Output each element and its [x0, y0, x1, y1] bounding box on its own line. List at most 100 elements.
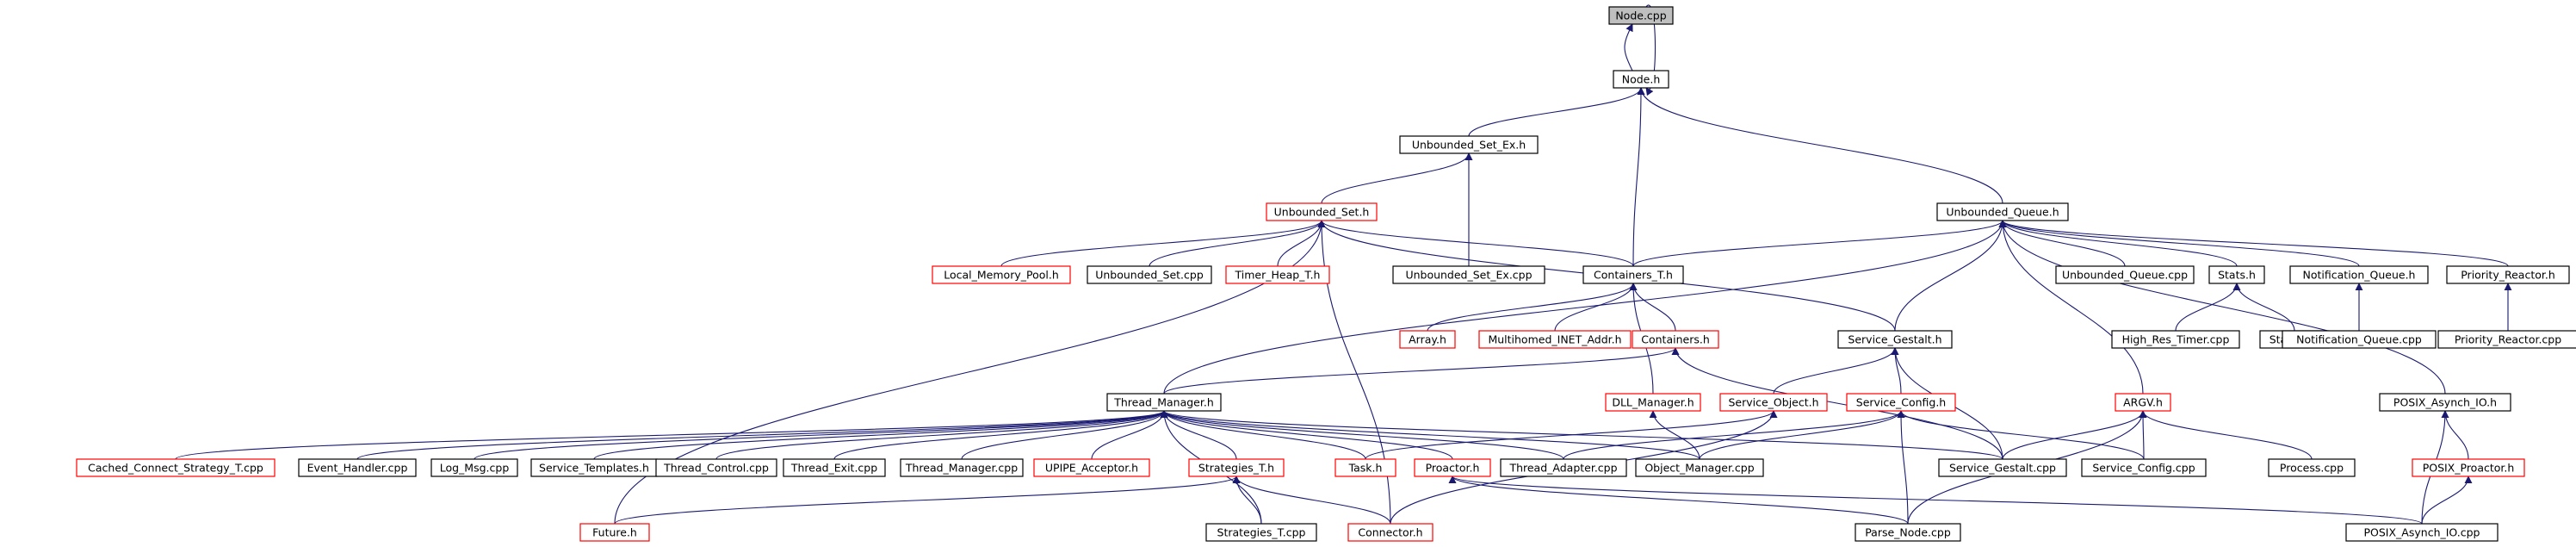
graph-node-containers-h[interactable]: Containers.h: [1632, 330, 1719, 349]
graph-node-priority-reactor-cpp[interactable]: Priority_Reactor.cpp: [2437, 330, 2576, 349]
graph-node-service-object-h[interactable]: Service_Object.h: [1719, 393, 1828, 412]
graph-node-unbounded-queue-cpp[interactable]: Unbounded_Queue.cpp: [2055, 265, 2195, 284]
graph-node-process-cpp[interactable]: Process.cpp: [2268, 458, 2356, 477]
node-box[interactable]: [1106, 393, 1222, 412]
graph-node-unbounded-set-ex-cpp[interactable]: Unbounded_Set_Ex.cpp: [1392, 265, 1545, 284]
graph-node-multihomed-inet-addr-h[interactable]: Multihomed_INET_Addr.h: [1478, 330, 1632, 349]
node-box[interactable]: [900, 458, 1024, 477]
graph-node-array-h[interactable]: Array.h: [1399, 330, 1456, 349]
node-box[interactable]: [2208, 265, 2265, 284]
graph-node-high-res-timer-cpp[interactable]: High_Res_Timer.cpp: [2111, 330, 2240, 349]
graph-node-argv-h[interactable]: ARGV.h: [2115, 393, 2171, 412]
graph-node-containers-t-h[interactable]: Containers_T.h: [1582, 265, 1684, 284]
node-box[interactable]: [1635, 458, 1764, 477]
node-box[interactable]: [1087, 265, 1212, 284]
node-box[interactable]: [2081, 458, 2207, 477]
graph-node-unbounded-queue-h[interactable]: Unbounded_Queue.h: [1936, 202, 2069, 221]
graph-node-service-config-cpp[interactable]: Service_Config.cpp: [2081, 458, 2207, 477]
graph-node-strategies-t-cpp[interactable]: Strategies_T.cpp: [1205, 523, 1317, 542]
graph-node-node-cpp[interactable]: Node.cpp: [1608, 6, 1674, 25]
graph-node-parse-node-cpp[interactable]: Parse_Node.cpp: [1855, 523, 1961, 542]
node-box[interactable]: [298, 458, 417, 477]
graph-node-posix-asynch-io-h[interactable]: POSIX_Asynch_IO.h: [2379, 393, 2511, 412]
node-box[interactable]: [1399, 330, 1456, 349]
node-box[interactable]: [76, 458, 276, 477]
dependency-edge: [1468, 87, 1645, 137]
node-box[interactable]: [1632, 330, 1719, 349]
node-box[interactable]: [1399, 135, 1539, 154]
graph-node-unbounded-set-h[interactable]: Unbounded_Set.h: [1266, 202, 1378, 221]
node-box[interactable]: [1478, 330, 1632, 349]
node-box[interactable]: [1205, 523, 1317, 542]
node-box[interactable]: [2282, 330, 2437, 349]
graph-node-thread-manager-h[interactable]: Thread_Manager.h: [1106, 393, 1222, 412]
graph-node-local-memory-pool-h[interactable]: Local_Memory_Pool.h: [932, 265, 1071, 284]
node-box[interactable]: [1188, 458, 1285, 477]
graph-node-cached-connect-strategy-t-cpp[interactable]: Cached_Connect_Strategy_T.cpp: [76, 458, 276, 477]
node-box[interactable]: [2268, 458, 2356, 477]
node-box[interactable]: [1613, 70, 1669, 89]
node-box[interactable]: [783, 458, 886, 477]
graph-node-future-h[interactable]: Future.h: [579, 523, 650, 542]
node-box[interactable]: [1846, 393, 1956, 412]
graph-node-event-handler-cpp[interactable]: Event_Handler.cpp: [298, 458, 417, 477]
node-box[interactable]: [2055, 265, 2195, 284]
node-box[interactable]: [2345, 523, 2499, 542]
node-box[interactable]: [1938, 458, 2067, 477]
graph-node-service-config-h[interactable]: Service_Config.h: [1846, 393, 1956, 412]
graph-node-strategies-t-h[interactable]: Strategies_T.h: [1188, 458, 1285, 477]
graph-node-priority-reactor-h[interactable]: Priority_Reactor.h: [2446, 265, 2570, 284]
node-box[interactable]: [2115, 393, 2171, 412]
node-box[interactable]: [1855, 523, 1961, 542]
graph-node-proactor-h[interactable]: Proactor.h: [1414, 458, 1491, 477]
node-box[interactable]: [1608, 6, 1674, 25]
graph-node-service-gestalt-cpp[interactable]: Service_Gestalt.cpp: [1938, 458, 2067, 477]
graph-node-thread-control-cpp[interactable]: Thread_Control.cpp: [655, 458, 777, 477]
graph-node-node-h[interactable]: Node.h: [1613, 70, 1669, 89]
node-box[interactable]: [1719, 393, 1828, 412]
graph-node-posix-asynch-io-cpp[interactable]: POSIX_Asynch_IO.cpp: [2345, 523, 2499, 542]
graph-node-log-msg-cpp[interactable]: Log_Msg.cpp: [430, 458, 518, 477]
node-label: Service_Config.h: [1856, 396, 1946, 409]
node-box[interactable]: [1392, 265, 1545, 284]
node-box[interactable]: [2111, 330, 2240, 349]
node-box[interactable]: [2437, 330, 2576, 349]
graph-node-thread-manager-cpp[interactable]: Thread_Manager.cpp: [900, 458, 1024, 477]
node-box[interactable]: [1936, 202, 2069, 221]
node-box[interactable]: [2379, 393, 2511, 412]
dependency-edge: [1998, 220, 2360, 267]
graph-node-unbounded-set-cpp[interactable]: Unbounded_Set.cpp: [1087, 265, 1212, 284]
graph-node-thread-exit-cpp[interactable]: Thread_Exit.cpp: [783, 458, 886, 477]
graph-node-notification-queue-cpp[interactable]: Notification_Queue.cpp: [2282, 330, 2437, 349]
node-box[interactable]: [1225, 265, 1330, 284]
graph-node-notification-queue-h[interactable]: Notification_Queue.h: [2289, 265, 2429, 284]
graph-node-thread-adapter-cpp[interactable]: Thread_Adapter.cpp: [1500, 458, 1627, 477]
graph-node-service-gestalt-h[interactable]: Service_Gestalt.h: [1837, 330, 1953, 349]
graph-node-upipe-acceptor-h[interactable]: UPIPE_Acceptor.h: [1033, 458, 1150, 477]
graph-node-object-manager-cpp[interactable]: Object_Manager.cpp: [1635, 458, 1764, 477]
node-box[interactable]: [2289, 265, 2429, 284]
graph-node-dll-manager-h[interactable]: DLL_Manager.h: [1605, 393, 1701, 412]
node-box[interactable]: [1266, 202, 1378, 221]
graph-node-stats-h[interactable]: Stats.h: [2208, 265, 2265, 284]
node-box[interactable]: [430, 458, 518, 477]
node-box[interactable]: [1837, 330, 1953, 349]
node-box[interactable]: [932, 265, 1071, 284]
graph-node-connector-h[interactable]: Connector.h: [1347, 523, 1434, 542]
graph-node-posix-proactor-h[interactable]: POSIX_Proactor.h: [2412, 458, 2525, 477]
node-box[interactable]: [1334, 458, 1396, 477]
node-box[interactable]: [579, 523, 650, 542]
graph-node-timer-heap-t-h[interactable]: Timer_Heap_T.h: [1225, 265, 1330, 284]
node-box[interactable]: [655, 458, 777, 477]
graph-node-service-templates-h[interactable]: Service_Templates.h: [530, 458, 658, 477]
graph-node-task-h[interactable]: Task.h: [1334, 458, 1396, 477]
node-box[interactable]: [1033, 458, 1150, 477]
node-box[interactable]: [1500, 458, 1627, 477]
node-box[interactable]: [2412, 458, 2525, 477]
node-box[interactable]: [1414, 458, 1491, 477]
node-box[interactable]: [1582, 265, 1684, 284]
graph-node-unbounded-set-ex-h[interactable]: Unbounded_Set_Ex.h: [1399, 135, 1539, 154]
node-box[interactable]: [1605, 393, 1701, 412]
node-box[interactable]: [1347, 523, 1434, 542]
node-box[interactable]: [2446, 265, 2570, 284]
